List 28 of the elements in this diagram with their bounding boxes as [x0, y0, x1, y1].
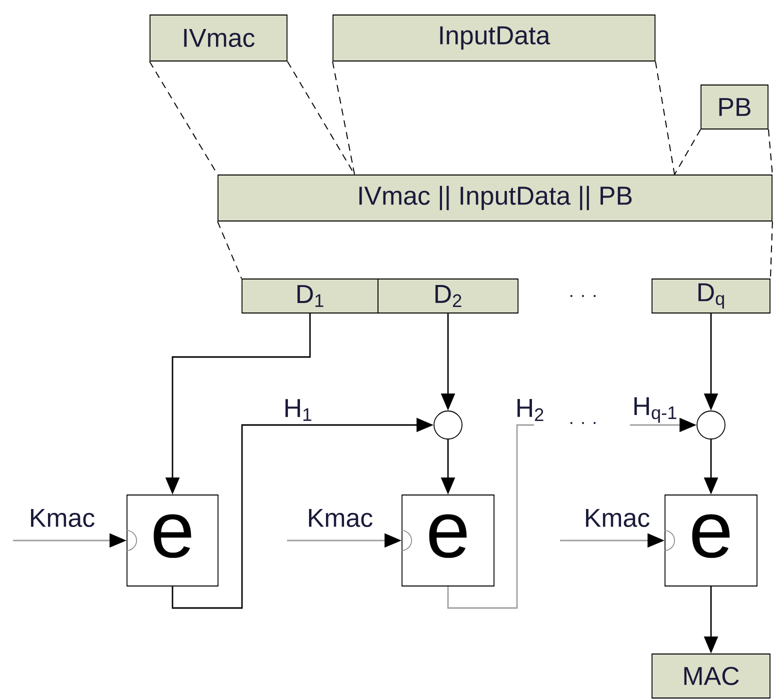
leader-line [654, 60, 676, 176]
data-box: PB [700, 84, 768, 130]
encryption-box: e [401, 494, 494, 586]
leader-line [332, 60, 356, 176]
edge-label: H$_{2}$ [517, 399, 544, 421]
edge-label: Kmac [586, 508, 650, 528]
data-box: D$_{1}$ [242, 278, 378, 314]
leader-line [768, 128, 773, 176]
combiner-circle [696, 410, 726, 440]
encryption-box: e [664, 494, 758, 586]
leader-line [217, 220, 242, 280]
edge-label: H$_{1}$ [285, 399, 312, 421]
data-box: D$_{2}$ [378, 278, 518, 314]
data-box: IVmac [150, 14, 288, 62]
leader-line [770, 220, 773, 280]
ellipsis: . . . [570, 295, 596, 297]
connector-line [447, 424, 534, 609]
edge-label: H$_{q-1}$ [634, 397, 676, 423]
combiner-circle [434, 410, 462, 440]
data-box: D$_{q}$ [652, 278, 770, 314]
edge-label: Kmac [309, 508, 372, 528]
edge-label: Kmac [31, 508, 94, 528]
encryption-box: e [126, 494, 218, 586]
data-box: InputData [332, 14, 656, 62]
data-box: IVmac || InputData || PB [218, 174, 772, 222]
data-box: MAC [652, 654, 770, 698]
ellipsis: . . . [570, 422, 596, 424]
leader-line [674, 128, 702, 176]
